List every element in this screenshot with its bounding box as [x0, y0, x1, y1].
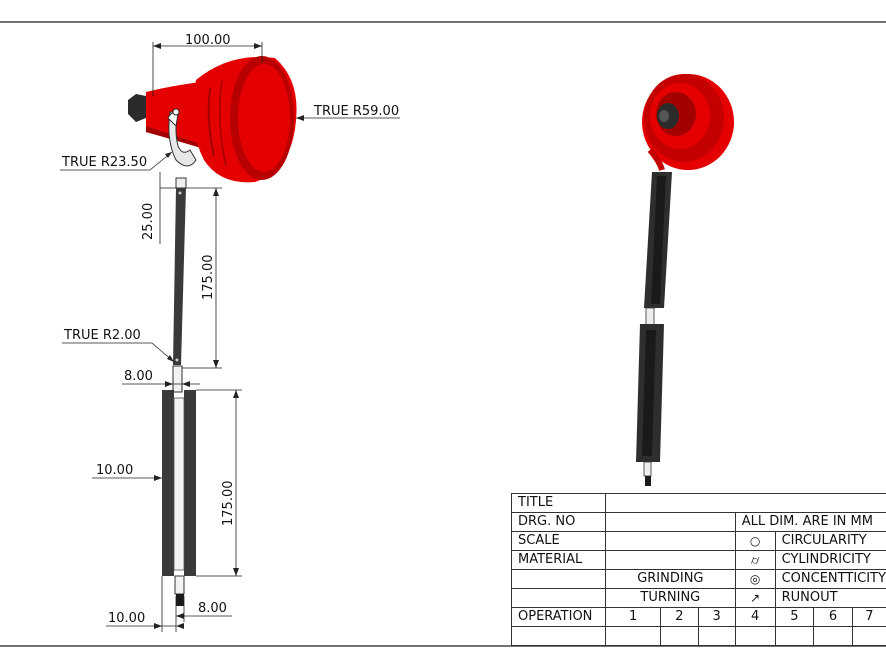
- tb-blank-i: [813, 626, 853, 646]
- tb-blank-f: [697, 626, 736, 646]
- tb-op-3: 3: [697, 607, 736, 627]
- dim-25: 25.00: [141, 203, 156, 240]
- runout-icon: ↗: [734, 588, 776, 608]
- dim-true-r2: TRUE R2.00: [63, 328, 141, 343]
- dim-10-bottom: 10.00: [108, 611, 145, 626]
- tb-op-1: 1: [604, 607, 662, 627]
- lamp-isometric-view: [636, 74, 734, 486]
- tb-concentricity: CONCENTTICITY: [774, 569, 886, 589]
- tb-blank-c: [511, 626, 606, 646]
- dim-true-r23: TRUE R23.50: [61, 155, 147, 170]
- dimension-arrows: [153, 43, 304, 629]
- dim-175-lower: 175.00: [221, 481, 236, 527]
- tb-operation-label: OPERATION: [511, 607, 606, 627]
- tb-op-6: 6: [813, 607, 853, 627]
- tb-scale-value: [604, 531, 736, 551]
- tb-material-value: [604, 550, 736, 570]
- circularity-icon: ○: [734, 531, 776, 551]
- tb-circularity: CIRCULARITY: [774, 531, 886, 551]
- tb-runout: RUNOUT: [774, 588, 886, 608]
- dim-10-mid: 10.00: [96, 463, 133, 478]
- tb-blank-j: [851, 626, 886, 646]
- dim-8-upper: 8.00: [124, 369, 153, 384]
- dim-175-upper: 175.00: [201, 255, 216, 301]
- tb-op-7: 7: [851, 607, 886, 627]
- lamp-side-view: [128, 56, 297, 606]
- tb-all-dim: ALL DIM. ARE IN MM: [734, 512, 886, 532]
- tb-blank-b: [511, 588, 606, 608]
- tb-op-2: 2: [660, 607, 699, 627]
- tb-op-5: 5: [774, 607, 815, 627]
- tb-drg-no-value: [604, 512, 736, 532]
- tb-grinding: GRINDING: [604, 569, 736, 589]
- tb-title-value: [604, 493, 886, 513]
- tb-blank-g: [734, 626, 776, 646]
- tb-blank-d: [604, 626, 662, 646]
- dim-width-top: 100.00: [185, 33, 231, 48]
- tb-blank-h: [774, 626, 815, 646]
- tb-turning: TURNING: [604, 588, 736, 608]
- tb-cylindricity: CYLINDRICITY: [774, 550, 886, 570]
- title-block: TITLE DRG. NO ALL DIM. ARE IN MM SCALE ○…: [511, 493, 886, 646]
- dimension-lines: [60, 42, 400, 632]
- tb-material-label: MATERIAL: [511, 550, 606, 570]
- tb-blank-e: [660, 626, 699, 646]
- tb-drg-no-label: DRG. NO: [511, 512, 606, 532]
- tb-scale-label: SCALE: [511, 531, 606, 551]
- cylindricity-icon: ⌭: [734, 550, 776, 570]
- dim-true-r59: TRUE R59.00: [313, 104, 399, 119]
- concentricity-icon: ◎: [734, 569, 776, 589]
- tb-blank-a: [511, 569, 606, 589]
- tb-op-4: 4: [734, 607, 776, 627]
- dim-8-bottom: 8.00: [198, 601, 227, 616]
- tb-title-label: TITLE: [511, 493, 606, 513]
